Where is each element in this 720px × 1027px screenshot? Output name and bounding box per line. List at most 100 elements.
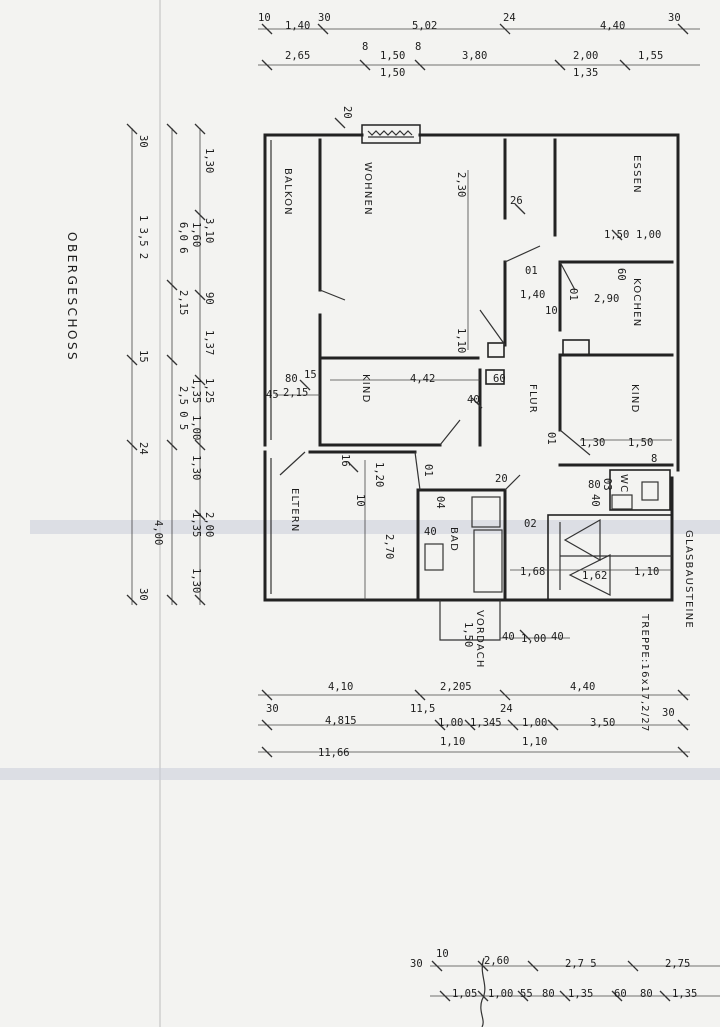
left-dim-mid-2: 3,10 (203, 218, 215, 243)
footer-dim-1-4: 2,7 5 (565, 958, 597, 970)
top-dim-3-1: 1,50 (380, 67, 405, 79)
footer-dim-2-1: 1,05 (452, 988, 477, 1000)
top-dim-2-6: 2,00 (573, 50, 598, 62)
left-dim-mid-15: 1,35 (190, 512, 202, 537)
left-dim-mid-4: 6,0 6 (177, 222, 189, 254)
left-dim-mid-14: 2,00 (203, 512, 215, 537)
int-dim-2: 2,30 (455, 172, 467, 197)
int-dim-17: 1,50 (628, 437, 653, 449)
int-dim-38: 1,10 (634, 566, 659, 578)
footer-dimensions: 30 10 2,60 2,7 5 2,75 1,05 1,00 55 80 1,… (410, 948, 720, 1027)
left-dim-mid-8: 1,25 (203, 378, 215, 403)
bottom-dim-3-3: 1,345 (470, 717, 502, 729)
int-dim-10: 2,90 (594, 293, 619, 305)
int-dim-36: 1,68 (520, 566, 545, 578)
left-dim-mid-12: 1,30 (190, 455, 202, 480)
room-kochen: KOCHEN (631, 278, 642, 327)
footer-dim-2-6: 60 (614, 988, 627, 1000)
int-dim-6: 60 (615, 268, 627, 281)
left-dim-mid-13: 4,00 (152, 520, 164, 545)
left-dim-mid-6: 90 (203, 292, 215, 305)
top-dim-2-7: 1,55 (638, 50, 663, 62)
room-flur: FLUR (527, 384, 538, 414)
left-dim-mid-10: 2,5 0 5 (177, 386, 189, 430)
int-dim-37: 1,62 (582, 570, 607, 582)
bottom-dim-3-2: 1,00 (438, 717, 463, 729)
label-vordach: VORDACH (474, 610, 485, 669)
int-dim-9: 10 (545, 305, 558, 317)
int-dim-34: 2,70 (383, 534, 395, 559)
footer-dim-2-5: 1,35 (568, 988, 593, 1000)
int-dim-28: 8 (651, 453, 657, 465)
left-dim-mid-7: 1,37 (203, 330, 215, 355)
int-dim-20: 80 (285, 373, 298, 385)
scan-band-lower (0, 768, 720, 780)
int-dim-42: 40 (551, 631, 564, 643)
left-dim-mid-11: 1,00 (190, 415, 202, 440)
left-dim-mid-16: 1,30 (190, 568, 202, 593)
bottom-dim-2-3: 24 (500, 703, 513, 715)
int-dim-11: 1,10 (455, 328, 467, 353)
int-dim-8: 1,40 (520, 289, 545, 301)
top-dim-1-2: 1,40 (285, 20, 310, 32)
int-dim-24: 01 (422, 464, 434, 477)
int-dim-26: 10 (354, 494, 366, 507)
room-labels: BALKON WOHNEN ESSEN KOCHEN KIND KIND FLU… (282, 155, 694, 733)
left-dim-outer-5: 30 (137, 588, 149, 601)
footer-dim-1-3: 2,60 (484, 955, 509, 967)
int-dim-21: 15 (304, 369, 317, 381)
left-dim-outer-1: 30 (137, 135, 149, 148)
bottom-dim-3-1: 4,815 (325, 715, 357, 727)
left-dim-mid-5: 2,15 (177, 290, 189, 315)
int-dim-32: 04 (434, 496, 446, 509)
top-dim-1-7: 30 (668, 12, 681, 24)
bottom-dimensions: 4,10 2,205 4,40 30 11,5 24 30 4,815 1,00… (258, 681, 690, 759)
left-dimensions: 30 1 3,5 2 15 24 30 1,30 3,10 1,60 6,0 6… (126, 123, 215, 606)
room-kind-2: KIND (629, 384, 640, 414)
int-dim-35: 02 (524, 518, 537, 530)
bottom-dim-3-4: 1,00 (522, 717, 547, 729)
interior-walls (279, 138, 674, 641)
bottom-dim-1-3: 4,40 (570, 681, 595, 693)
int-dim-40: 40 (502, 631, 515, 643)
left-dim-mid-1: 1,30 (203, 148, 215, 173)
interior-dimensions: 20 2,30 26 1,50 1,00 60 01 1,40 10 2,90 … (266, 106, 672, 647)
bottom-dim-2-2: 11,5 (410, 703, 435, 715)
int-dim-1: 20 (341, 106, 353, 119)
footer-dim-2-7: 80 (640, 988, 653, 1000)
top-dim-1-1: 10 (258, 12, 271, 24)
left-dim-mid-3: 1,60 (190, 222, 202, 247)
left-dim-outer-4: 24 (137, 442, 149, 455)
int-dim-33: 40 (424, 526, 437, 538)
footer-dim-2-8: 1,35 (672, 988, 697, 1000)
footer-dim-2-3: 55 (520, 988, 533, 1000)
int-dim-25: 16 (339, 454, 351, 467)
int-dim-41: 1,00 (521, 633, 546, 645)
left-dim-mid-9: 1,35 (190, 378, 202, 403)
int-dim-31: 03 (601, 478, 613, 491)
int-dim-30: 40 (589, 494, 601, 507)
top-dim-2-1: 2,65 (285, 50, 310, 62)
int-dim-5: 1,00 (636, 229, 661, 241)
int-dim-15: 40 (467, 394, 480, 406)
bottom-dim-total: 11,66 (318, 747, 350, 759)
label-treppe: TREPPE:16x17,2/27 (639, 613, 650, 733)
int-dim-23: 1,20 (373, 462, 385, 487)
int-dim-4: 1,50 (604, 229, 629, 241)
bottom-dim-4-2: 1,10 (522, 736, 547, 748)
top-dimensions: 10 1,40 30 5,02 24 4,40 30 2,65 8 1,50 8… (258, 12, 700, 79)
int-dim-14: 60 (493, 373, 506, 385)
footer-dim-1-5: 2,75 (665, 958, 690, 970)
int-dim-13: 4,42 (410, 373, 435, 385)
left-dim-outer-3: 15 (137, 350, 149, 363)
footer-dim-1-2: 10 (436, 948, 449, 960)
bottom-dim-2-1: 30 (266, 703, 279, 715)
int-dim-18: 01 (545, 432, 557, 445)
top-dim-1-3: 30 (318, 12, 331, 24)
plan-title: OBERGESCHOSS (65, 232, 79, 362)
room-kind-1: KIND (360, 374, 371, 404)
bottom-dim-1-2: 2,205 (440, 681, 472, 693)
top-dim-1-5: 24 (503, 12, 516, 24)
int-dim-39: 1,50 (462, 622, 474, 647)
left-dim-outer-2: 1 3,5 2 (137, 215, 149, 259)
